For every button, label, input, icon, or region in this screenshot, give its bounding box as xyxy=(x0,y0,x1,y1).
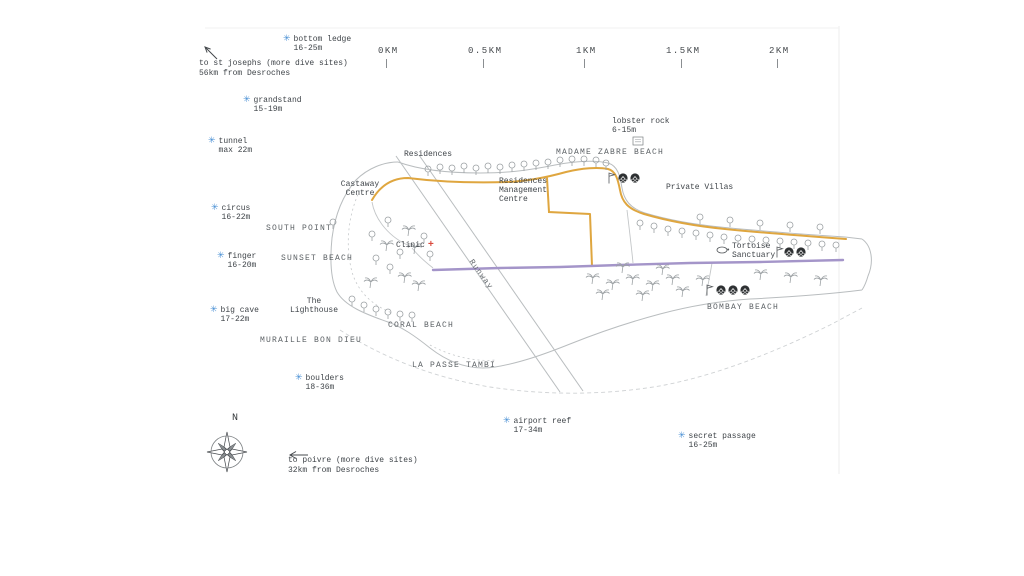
dive-site-name: secret passage xyxy=(688,432,756,441)
label-sunset-beach: SUNSET BEACH xyxy=(281,254,354,263)
trees-south-coast xyxy=(348,295,416,323)
lobster-rock-sign-icon xyxy=(632,136,644,146)
label-madame-zabre-beach: MADAME ZABRE BEACH xyxy=(556,148,665,157)
dive-marker-icon: ✳ xyxy=(211,203,219,213)
dive-site-tunnel: ✳ tunnel max 22m xyxy=(208,136,253,156)
clinic-cross-icon: + xyxy=(427,239,434,251)
dive-site-depth: max 22m xyxy=(218,146,253,155)
arrow-to-poivre-icon xyxy=(289,451,308,459)
label-south-point: SOUTH POINT xyxy=(266,224,333,233)
note-poivre: to poivre (more dive sites) 32km from De… xyxy=(288,456,418,475)
dive-site-depth: 15-19m xyxy=(253,105,283,114)
dive-site-name: airport reef xyxy=(513,417,572,426)
dive-site-name: grandstand xyxy=(253,96,302,105)
dive-site-lobster-rock: lobster rock 6-15m xyxy=(612,117,670,135)
scale-label: 0KM xyxy=(378,46,399,56)
dive-site-name: tunnel xyxy=(218,137,248,146)
interior-trails xyxy=(347,189,496,361)
dive-site-depth: 16-22m xyxy=(221,213,251,222)
note-st-josephs: to st josephs (more dive sites) 56km fro… xyxy=(199,59,348,78)
dive-site-grandstand: ✳ grandstand 15-19m xyxy=(243,95,302,115)
reef-line xyxy=(339,307,863,394)
scale-label: 0.5KM xyxy=(468,46,503,56)
dive-site-big-cave: ✳ big cave 17-22m xyxy=(210,305,259,325)
dive-site-secret-passage: ✳ secret passage 16-25m xyxy=(678,431,756,451)
label-bombay-beach: BOMBAY BEACH xyxy=(707,303,780,312)
clinic-text: Clinic xyxy=(396,241,425,250)
dive-site-finger: ✳ finger 16-20m xyxy=(217,251,257,271)
note-line: to st josephs (more dive sites) xyxy=(199,59,348,68)
label-the-lighthouse: The Lighthouse xyxy=(289,297,338,315)
main-road xyxy=(371,167,847,267)
note-line: 56km from Desroches xyxy=(199,68,291,78)
tortoise-icon xyxy=(716,246,730,254)
scale-label: 1.5KM xyxy=(666,46,701,56)
bombay-beach-icons xyxy=(706,284,750,296)
scale-tick xyxy=(386,59,387,68)
dive-site-depth: 18-36m xyxy=(305,383,335,392)
dive-site-name: finger xyxy=(227,252,257,261)
dive-marker-icon: ✳ xyxy=(678,431,686,441)
dive-site-bottom-ledge: ✳ bottom ledge 16-25m xyxy=(283,34,352,54)
dive-site-depth: 16-20m xyxy=(227,261,257,270)
page-edge-lines xyxy=(205,26,840,474)
dive-site-depth: 17-34m xyxy=(513,426,543,435)
label-clinic: Clinic + xyxy=(396,239,434,251)
note-line: 32km from Desroches xyxy=(288,465,380,475)
scale-tick xyxy=(483,59,484,68)
label-tortoise-sanctuary: Tortoise Sanctuary xyxy=(732,242,776,260)
dive-site-name: lobster rock xyxy=(612,117,670,126)
dive-site-name: circus xyxy=(221,204,251,213)
secondary-road xyxy=(431,258,845,272)
label-muraille-bon-dieu: MURAILLE BON DIEU xyxy=(260,336,363,345)
label-residences: Residences xyxy=(404,150,453,159)
dive-site-name: boulders xyxy=(305,374,344,383)
dive-site-airport-reef: ✳ airport reef 17-34m xyxy=(503,416,572,436)
dive-marker-icon: ✳ xyxy=(503,416,511,426)
dive-site-name: big cave xyxy=(220,306,259,315)
label-coral-beach: CORAL BEACH xyxy=(388,321,455,330)
label-private-villas: Private Villas xyxy=(666,183,734,192)
dive-marker-icon: ✳ xyxy=(295,373,303,383)
runway-strip xyxy=(395,154,584,393)
dive-site-boulders: ✳ boulders 18-36m xyxy=(295,373,344,393)
dive-marker-icon: ✳ xyxy=(283,34,291,44)
note-line: to poivre (more dive sites) xyxy=(288,456,418,465)
arrow-to-st-josephs-icon xyxy=(204,46,218,60)
compass-north-label: N xyxy=(232,413,239,424)
footpaths xyxy=(371,201,713,297)
scale-label: 2KM xyxy=(769,46,790,56)
scale-tick xyxy=(777,59,778,68)
dive-marker-icon: ✳ xyxy=(217,251,225,261)
label-la-passe-tambi: LA PASSE TAMBI xyxy=(412,361,497,370)
trees-north-coast xyxy=(424,155,610,177)
dive-site-circus: ✳ circus 16-22m xyxy=(211,203,251,223)
label-residences-management: Residences Management Centre xyxy=(499,177,548,204)
dive-site-name: bottom ledge xyxy=(293,35,352,44)
scale-label: 1KM xyxy=(576,46,597,56)
dive-site-depth: 6-15m xyxy=(612,126,637,135)
madame-zabre-icons xyxy=(608,172,640,184)
dive-site-depth: 17-22m xyxy=(220,315,250,324)
compass-rose-icon xyxy=(206,431,248,473)
dive-marker-icon: ✳ xyxy=(210,305,218,315)
label-castaway-centre: Castaway Centre xyxy=(340,180,380,198)
scale-tick xyxy=(584,59,585,68)
dive-marker-icon: ✳ xyxy=(208,136,216,146)
scale-tick xyxy=(681,59,682,68)
dive-site-depth: 16-25m xyxy=(688,441,718,450)
dive-site-depth: 16-25m xyxy=(293,44,323,53)
dive-marker-icon: ✳ xyxy=(243,95,251,105)
